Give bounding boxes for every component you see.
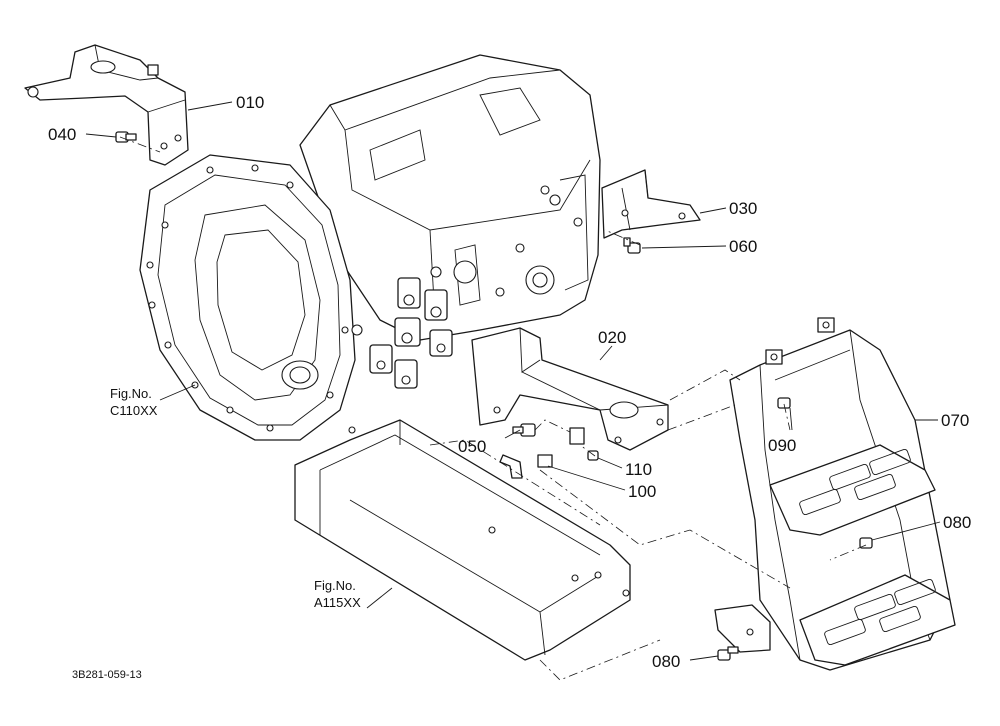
bolt-060 [623, 237, 641, 254]
fig-ref-c110xx-number: C110XX [110, 403, 158, 418]
bolt-080-lower [717, 646, 739, 661]
callout-labels: 010 040 030 060 020 050 110 100 090 070 … [48, 93, 971, 671]
bracket-020 [471, 327, 669, 451]
callout-080-upper: 080 [943, 513, 971, 532]
control-bosses [351, 266, 453, 389]
callout-030: 030 [729, 199, 757, 218]
callout-010: 010 [236, 93, 264, 112]
transmission-housing [139, 54, 601, 441]
callout-060: 060 [729, 237, 757, 256]
callout-070: 070 [941, 411, 969, 430]
figure-references: Fig.No. C110XX Fig.No. A115XX [110, 386, 361, 610]
bolt-080-upper [859, 537, 873, 549]
leader-lines [85, 101, 941, 661]
fig-ref-c110xx-label: Fig.No. [110, 386, 152, 401]
callout-100: 100 [628, 482, 656, 501]
callout-050: 050 [458, 437, 486, 456]
drawing-code: 3B281-059-13 [72, 669, 142, 681]
callout-020: 020 [598, 328, 626, 347]
alignment-lines [119, 136, 867, 681]
callout-080-lower: 080 [652, 652, 680, 671]
bracket-010 [24, 44, 189, 166]
fig-ref-a115xx-label: Fig.No. [314, 578, 356, 593]
bolt-050 [512, 423, 536, 437]
clip-100 [499, 427, 585, 479]
fig-ref-a115xx-number: A115XX [314, 595, 361, 610]
callout-110: 110 [625, 460, 652, 479]
bolt-040 [115, 131, 137, 143]
bracket-030 [601, 169, 701, 239]
bolt-090 [777, 397, 791, 409]
callout-090: 090 [768, 436, 796, 455]
bolt-110 [587, 450, 599, 461]
callout-040: 040 [48, 125, 76, 144]
frame-rail [294, 419, 631, 661]
step-frame-070 [714, 317, 956, 671]
